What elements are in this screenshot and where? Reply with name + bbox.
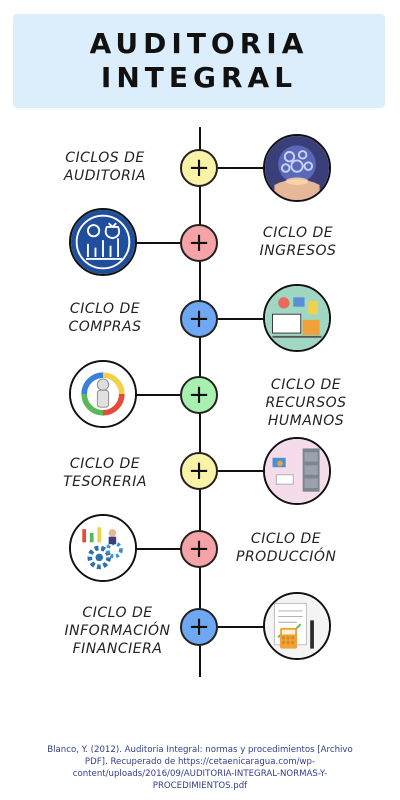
- shopping-desk-icon: [263, 284, 331, 352]
- citation: Blanco, Y. (2012). Auditoria Integral: n…: [14, 744, 386, 792]
- connector-5: [218, 470, 264, 472]
- cycle-label-line: INGRESOS: [259, 243, 337, 259]
- expand-node-informacion-financiera[interactable]: +: [180, 608, 218, 646]
- expand-node-auditoria[interactable]: +: [180, 149, 218, 187]
- title-line-1: AUDITORIA: [89, 27, 309, 60]
- cycle-label-tesoreria: CICLO DE TESORERIA: [60, 455, 150, 491]
- connector-4: [135, 394, 181, 396]
- citation-line: Blanco, Y. (2012). Auditoria Integral: n…: [47, 745, 353, 755]
- cycle-label-line: CICLOS DE: [65, 150, 145, 166]
- cycle-label-line: FINANCIERA: [72, 641, 163, 657]
- cycle-label-line: INFORMACIÓN: [64, 623, 171, 639]
- cycle-label-informacion-financiera: CICLO DE INFORMACIÓN FINANCIERA: [60, 604, 175, 658]
- calculator-report-icon: [263, 592, 331, 660]
- money-bag-chart-icon: [69, 208, 137, 276]
- cycle-label-compras: CICLO DE COMPRAS: [60, 300, 150, 336]
- cycle-label-line: CICLO DE: [82, 605, 153, 621]
- title-line-2: INTEGRAL: [100, 61, 298, 94]
- connector-3: [218, 318, 264, 320]
- gears-team-icon: [69, 514, 137, 582]
- connector-6: [135, 548, 181, 550]
- office-cabinet-icon: [263, 437, 331, 505]
- expand-node-tesoreria[interactable]: +: [180, 452, 218, 490]
- cycle-label-produccion: CICLO DE PRODUCCIÓN: [236, 530, 336, 566]
- hands-gears-icon: [263, 134, 331, 202]
- cycle-label-line: TESORERIA: [63, 474, 147, 490]
- cycle-label-line: CICLO DE: [250, 531, 322, 547]
- cycle-label-recursos-humanos: CICLO DE RECURSOS HUMANOS: [236, 376, 376, 430]
- expand-node-recursos-humanos[interactable]: +: [180, 376, 218, 414]
- expand-node-produccion[interactable]: +: [180, 530, 218, 568]
- cycle-label-line: RECURSOS HUMANOS: [265, 395, 347, 429]
- title-banner: AUDITORIA INTEGRAL: [13, 14, 385, 108]
- connector-7: [218, 626, 264, 628]
- citation-line: PDF]. Recuperado de https://cetaenicarag…: [84, 757, 316, 767]
- person-cycle-arrows-icon: [69, 360, 137, 428]
- expand-node-compras[interactable]: +: [180, 300, 218, 338]
- cycle-label-line: CICLO DE: [69, 456, 141, 472]
- cycle-label-line: CICLO DE: [69, 301, 141, 317]
- citation-line: content/uploads/2016/09/AUDITORIA-INTEGR…: [72, 769, 328, 779]
- cycle-label-ingresos: CICLO DE INGRESOS: [248, 224, 348, 260]
- cycle-label-auditoria: CICLOS DE AUDITORIA: [60, 149, 150, 185]
- connector-2: [135, 242, 181, 244]
- cycle-label-line: PRODUCCIÓN: [236, 549, 337, 565]
- connector-1: [218, 167, 264, 169]
- cycle-label-line: CICLO DE: [270, 377, 342, 393]
- expand-node-ingresos[interactable]: +: [180, 224, 218, 262]
- cycle-label-line: AUDITORIA: [63, 168, 147, 184]
- cycle-label-line: COMPRAS: [68, 319, 142, 335]
- cycle-label-line: CICLO DE: [262, 225, 334, 241]
- citation-line: PROCEDIMIENTOS.pdf: [152, 781, 248, 791]
